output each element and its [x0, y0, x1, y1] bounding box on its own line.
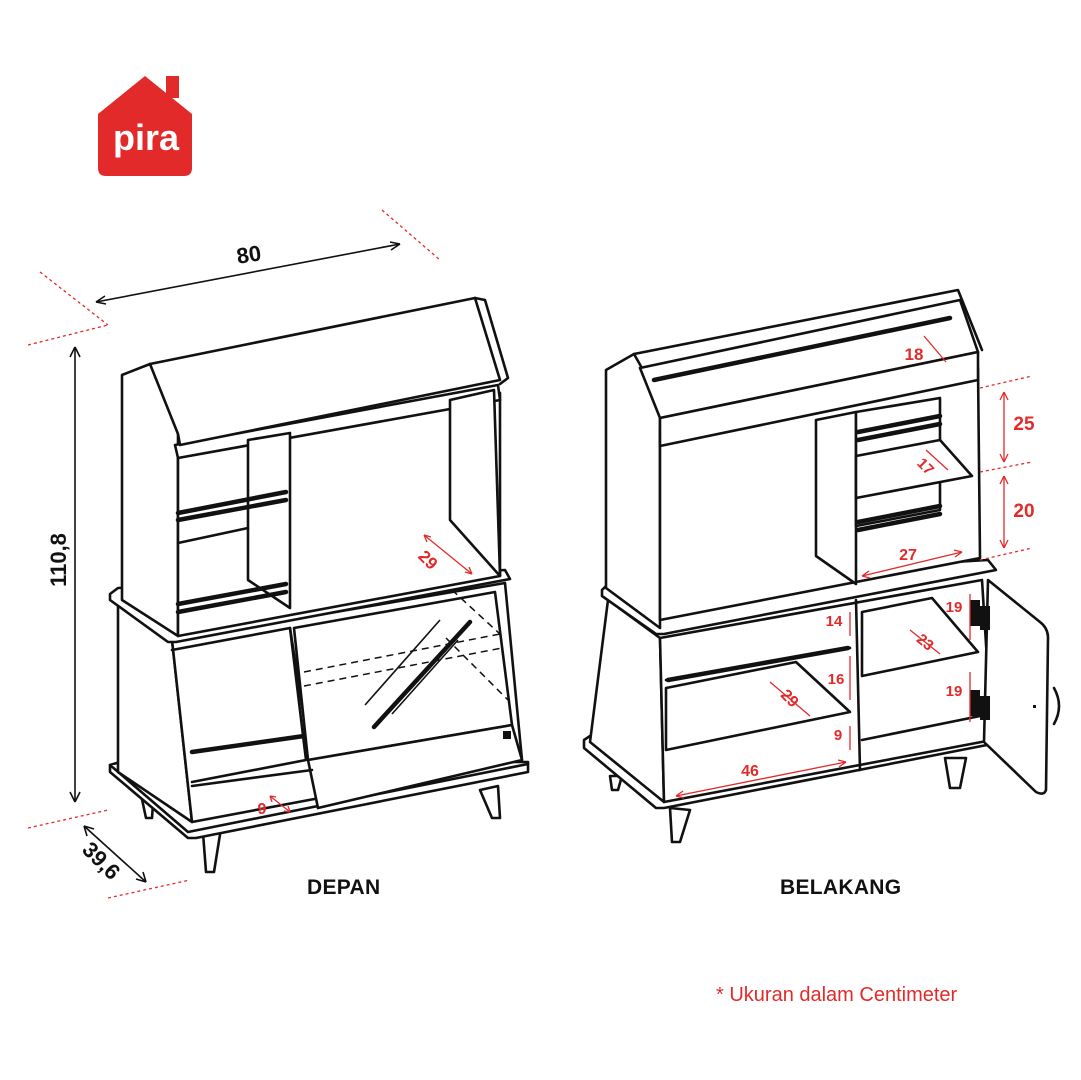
back-bottom-width: 46 [741, 763, 759, 780]
units-note: * Ukuran dalam Centimeter [716, 984, 958, 1006]
height-dimension: 110,8 [46, 533, 71, 587]
front-view-label: DEPAN [307, 876, 381, 899]
front-view-cabinet [108, 296, 530, 874]
back-right-upper-gap: 19 [946, 599, 963, 616]
back-dimension-marks [675, 335, 1033, 799]
back-view-label: BELAKANG [780, 876, 902, 899]
overall-dimension-lines [27, 209, 441, 899]
back-lower-height: 20 [1013, 501, 1034, 522]
brand-name: pira [113, 117, 180, 158]
back-left-middle-gap: 16 [828, 671, 845, 688]
back-upper-height: 25 [1013, 414, 1035, 435]
back-left-upper-gap: 14 [826, 613, 843, 630]
back-view-cabinet [582, 288, 1061, 844]
hinge-icon [970, 600, 990, 720]
back-upper-width: 27 [899, 547, 917, 564]
front-dimension-marks [269, 534, 473, 813]
depth-dimension: 39,6 [77, 837, 125, 885]
back-left-bottom-gap: 9 [834, 727, 842, 744]
front-bottom-gap: 9 [258, 801, 267, 818]
width-dimension: 80 [235, 240, 263, 269]
back-right-lower-gap: 19 [946, 683, 963, 700]
back-top-tray: 18 [905, 345, 924, 364]
house-logo-icon: pira [98, 76, 192, 176]
